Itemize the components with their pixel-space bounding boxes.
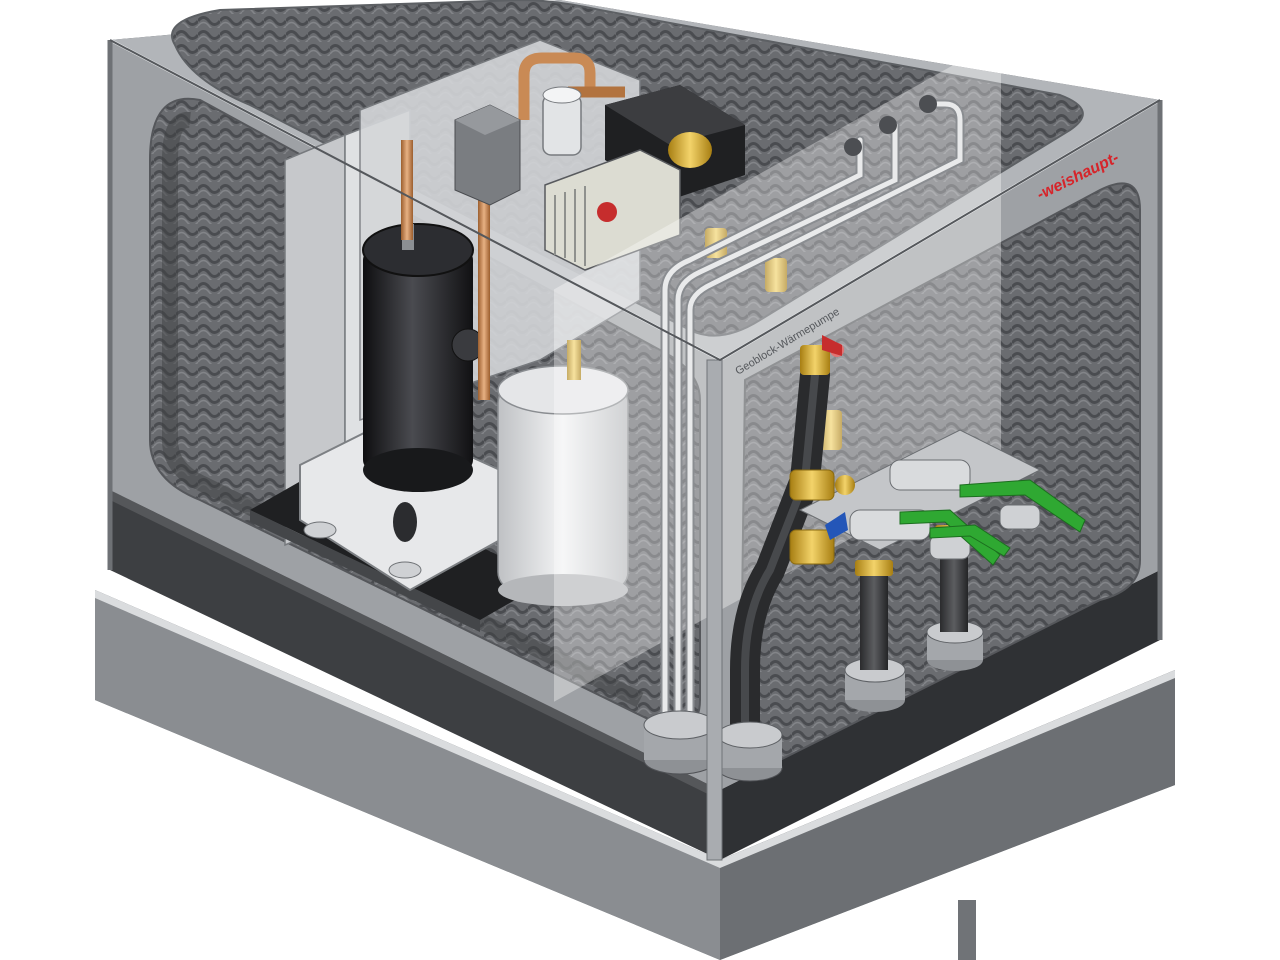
brass-tee-valves xyxy=(789,469,855,565)
compressor xyxy=(362,223,485,492)
hose-valve-top xyxy=(800,335,842,375)
cabinet-bottom-band xyxy=(110,490,1160,860)
expansion-tank xyxy=(497,365,629,606)
compressor-mount xyxy=(250,418,550,632)
pipe-fittings-top xyxy=(844,95,937,156)
valve-manifold xyxy=(798,429,1042,560)
filter-drier xyxy=(542,86,582,156)
plate-heat-exchanger xyxy=(544,149,681,271)
stainless-pipe-bundle xyxy=(660,99,965,735)
control-box xyxy=(454,104,521,206)
base-plinth xyxy=(95,590,1175,960)
insulated-hose xyxy=(730,360,830,775)
green-valve-handles xyxy=(899,479,1086,566)
cabinet-frame-edges xyxy=(107,39,1163,861)
